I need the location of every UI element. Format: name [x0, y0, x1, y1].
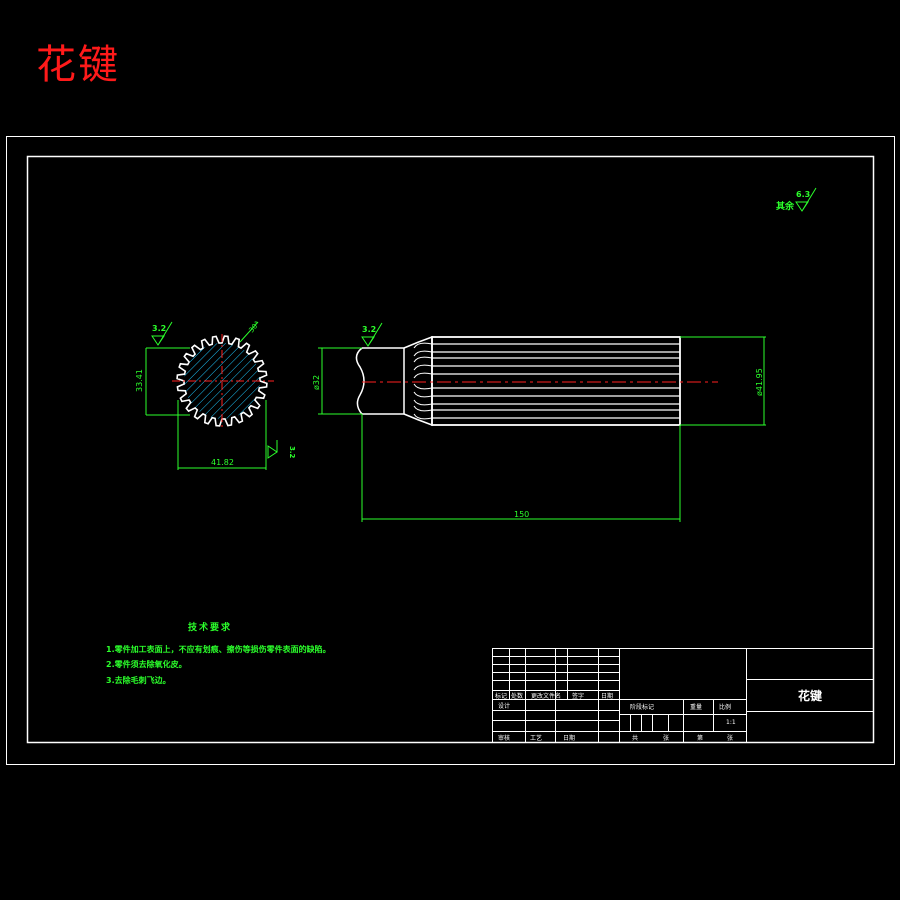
spline-runout-curve [413, 356, 433, 363]
svg-text:共: 共 [632, 734, 638, 742]
spline-runout-curve [413, 405, 433, 412]
svg-text:1.零件加工表面上，不应有划痕、擦伤等损伤零件表面的缺陷。: 1.零件加工表面上，不应有划痕、擦伤等损伤零件表面的缺陷。 [106, 644, 331, 654]
svg-text:日期: 日期 [601, 692, 613, 700]
part-name: 花键 [798, 688, 822, 703]
spline-runout-curve [413, 399, 433, 406]
svg-text:审核: 审核 [498, 734, 510, 742]
svg-text:处数: 处数 [511, 692, 523, 700]
spline-teeth [432, 343, 680, 419]
svg-text:标记: 标记 [495, 692, 507, 700]
title-block-text: 花键 标记 处数 更改文件名 签字 日期 设计 审核 工艺 日期 阶段标记 重量… [495, 688, 822, 742]
svg-text:日期: 日期 [563, 734, 575, 742]
spline-runout-curve [413, 350, 433, 357]
spline-runout-curve [413, 383, 433, 390]
inner-border [26, 155, 875, 744]
svg-text:技术要求: 技术要求 [188, 621, 232, 633]
spline-runout-curve [413, 342, 433, 349]
page-title: 花键 [36, 42, 120, 88]
svg-text:6.3: 6.3 [796, 190, 810, 199]
spline-runout-curve [413, 391, 433, 398]
svg-text:设计: 设计 [498, 702, 510, 710]
svg-text:阶段标记: 阶段标记 [630, 703, 654, 711]
svg-text:3.去除毛刺飞边。: 3.去除毛刺飞边。 [106, 675, 171, 685]
dim-end-height: 33.41 [135, 369, 144, 392]
spline-runout-curve [413, 364, 433, 371]
svg-text:3.2: 3.2 [152, 324, 166, 333]
tech-requirements: 技术要求 1.零件加工表面上，不应有划痕、擦伤等损伤零件表面的缺陷。 2.零件须… [106, 621, 331, 685]
side-view: ø32 ø41.95 150 3.2 [312, 322, 766, 522]
outer-border [6, 136, 895, 765]
svg-text:其余: 其余 [776, 200, 795, 212]
dim-shaft-dia: ø32 [312, 375, 321, 390]
svg-text:比例: 比例 [719, 703, 731, 711]
svg-text:1:1: 1:1 [726, 719, 736, 726]
svg-text:3.2: 3.2 [288, 446, 296, 459]
spline-runout-curve [413, 372, 433, 379]
spline-runout-curve [413, 413, 433, 420]
roughness-other: 其余 6.3 [776, 187, 817, 212]
end-view: 33.41 41.82 30° 3.2 3.2 [135, 320, 296, 470]
svg-text:3.2: 3.2 [362, 325, 376, 334]
svg-text:张: 张 [727, 734, 733, 742]
spline-runout [413, 342, 433, 420]
title-block [492, 648, 874, 743]
svg-text:2.零件须去除氧化皮。: 2.零件须去除氧化皮。 [106, 659, 187, 669]
svg-text:更改文件名: 更改文件名 [531, 692, 561, 700]
dim-length: 150 [514, 510, 529, 519]
svg-text:第: 第 [697, 734, 703, 742]
dim-end-width: 41.82 [211, 458, 234, 467]
svg-text:张: 张 [663, 734, 669, 742]
svg-text:重量: 重量 [690, 703, 702, 711]
svg-text:签字: 签字 [572, 692, 584, 700]
svg-text:工艺: 工艺 [530, 734, 542, 742]
dim-spline-dia: ø41.95 [755, 368, 764, 396]
dim-end-angle: 30° [247, 320, 261, 335]
